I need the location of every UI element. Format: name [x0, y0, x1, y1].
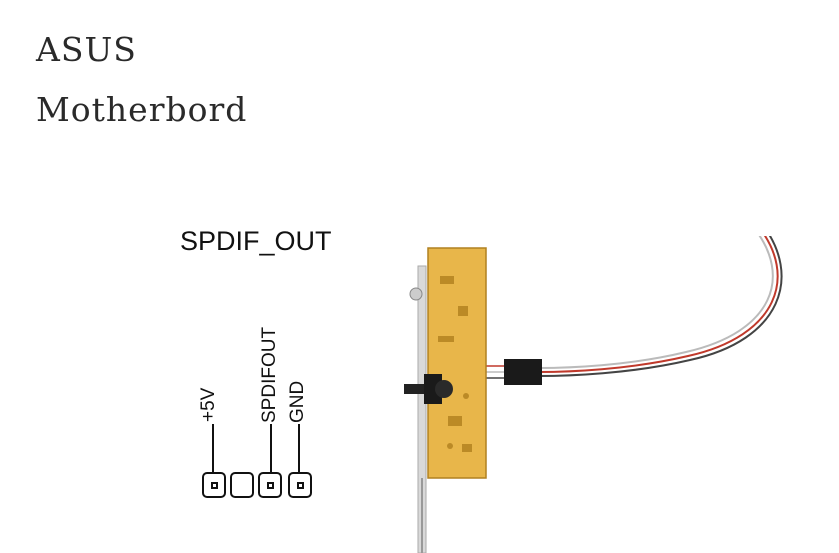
brand-line-asus: ASUS [36, 30, 137, 69]
pin-3 [258, 472, 282, 498]
pin-label-5v: +5V [198, 387, 219, 422]
pin-2-empty [230, 472, 254, 498]
optical-jack [404, 374, 453, 404]
brand-line-motherboard: Motherbord [36, 90, 248, 129]
lead-line-gnd [298, 424, 300, 472]
pin-hole-icon [297, 482, 304, 489]
spdif-bracket-module-illustration [404, 236, 783, 553]
lead-line-spdifout [270, 424, 272, 472]
pin-label-spdifout: SPDIFOUT [259, 326, 280, 423]
pin-hole-icon [211, 482, 218, 489]
pin-4 [288, 472, 312, 498]
pcb-board [427, 247, 487, 479]
cable-bundle [537, 236, 783, 377]
metal-bracket [417, 265, 427, 553]
pin-label-gnd: GND [287, 380, 308, 423]
pin-1 [202, 472, 226, 498]
bottom-cable-connector [504, 359, 542, 385]
lead-line-5v [212, 424, 214, 472]
pin-hole-icon [267, 482, 274, 489]
header-title: SPDIF_OUT [180, 226, 332, 256]
